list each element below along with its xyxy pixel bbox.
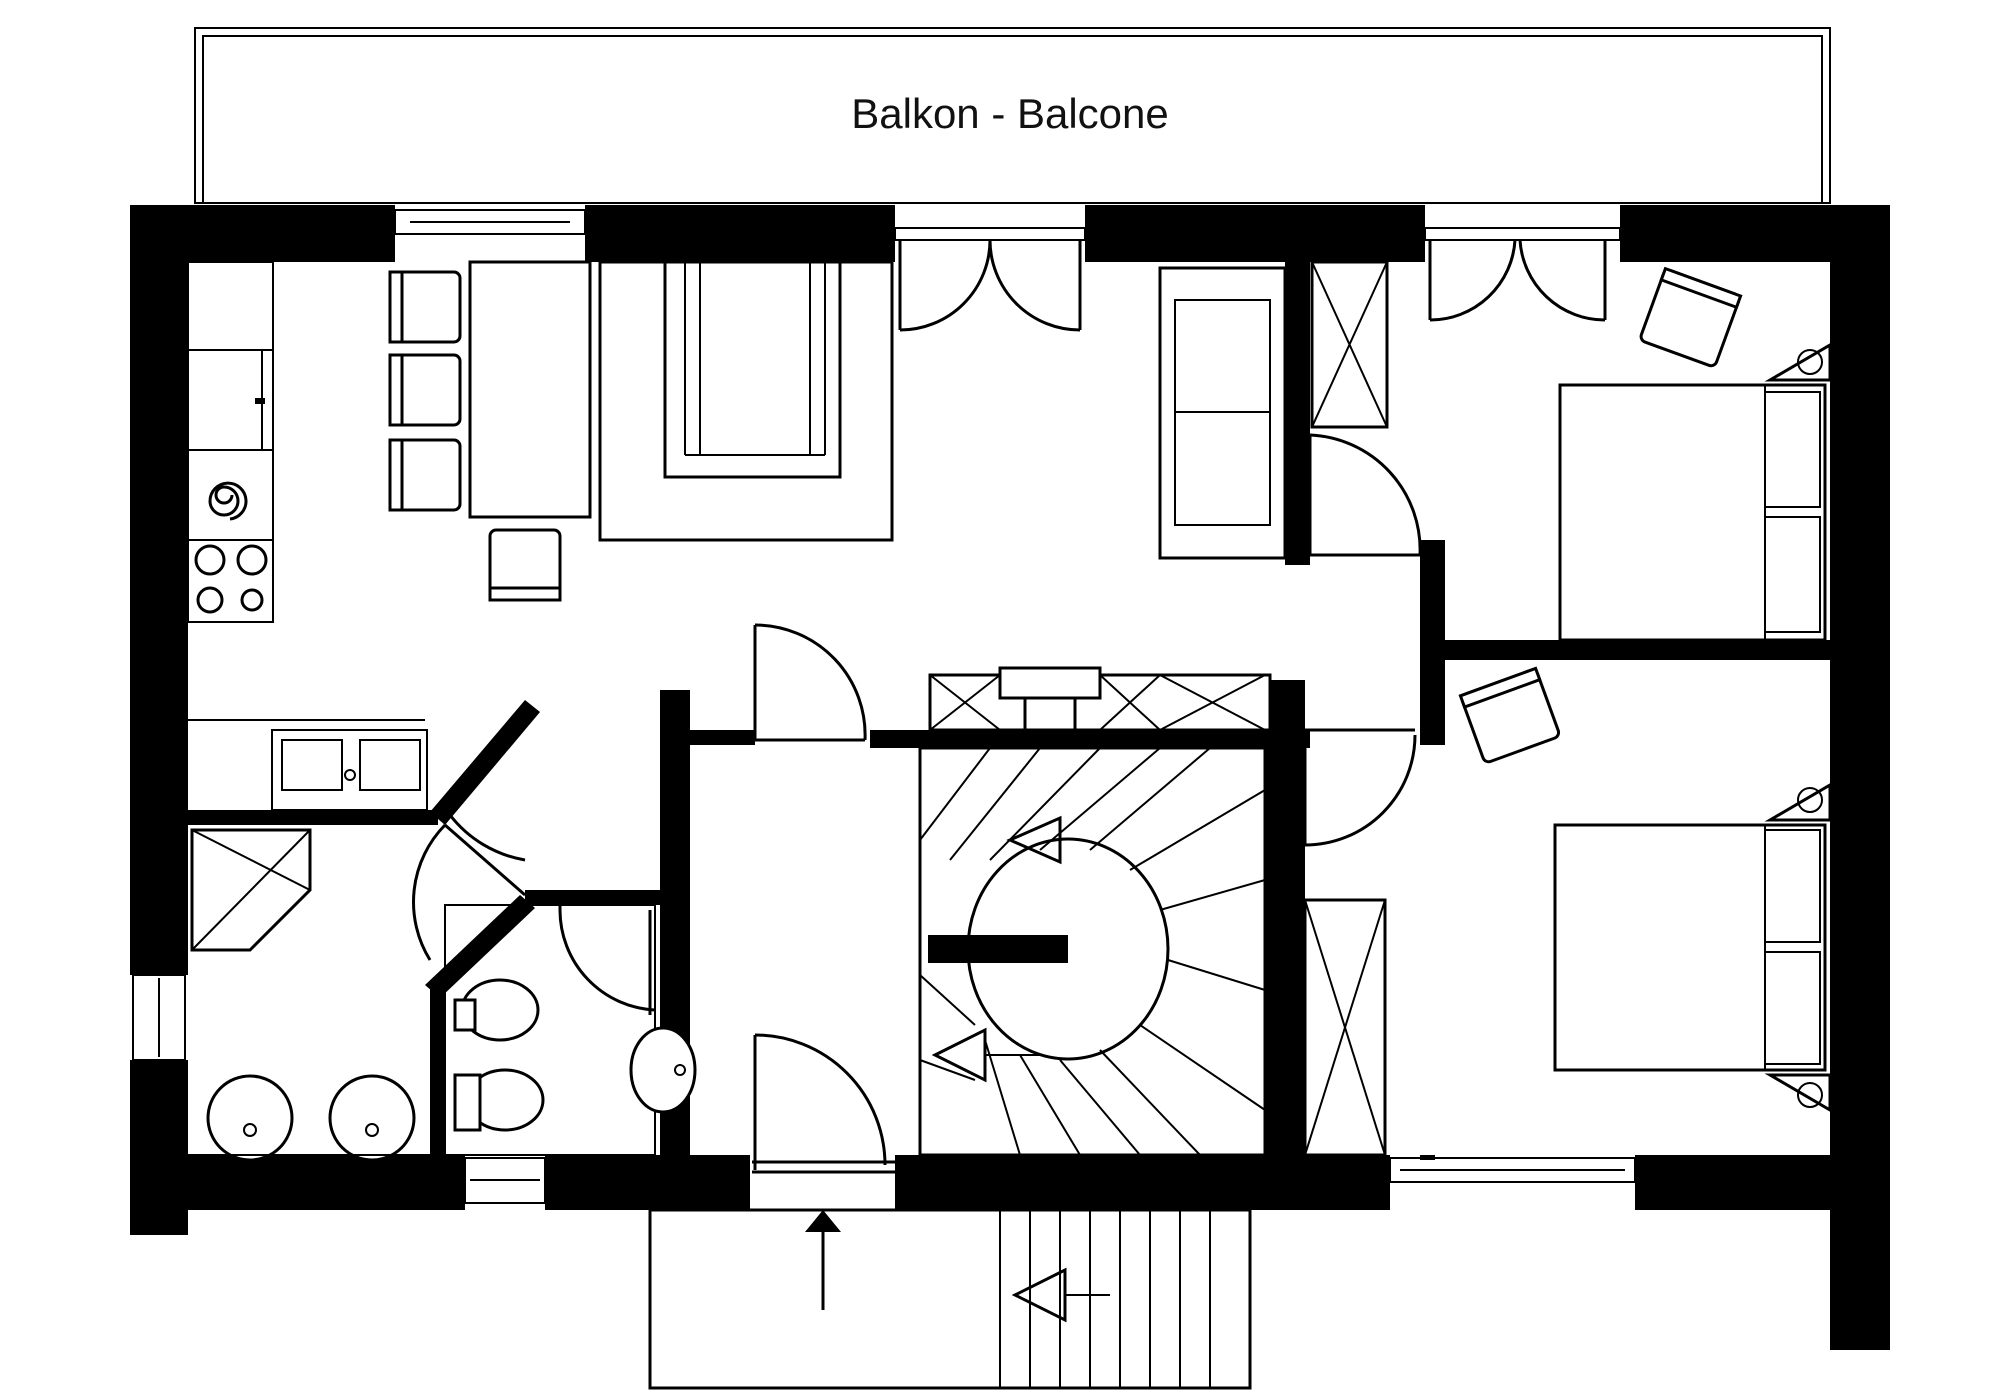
chair — [388, 438, 462, 512]
stair-arrow — [931, 1027, 987, 1083]
exterior-walls — [130, 205, 1890, 1350]
double-bed — [1553, 823, 1827, 1072]
staircase — [918, 746, 1267, 1157]
entrance-door — [752, 1033, 895, 1174]
washbasin — [328, 1074, 416, 1162]
sofa — [1158, 266, 1287, 560]
bedroom2-door — [1303, 728, 1417, 847]
nightstand — [1764, 342, 1832, 382]
doors — [412, 227, 1607, 1174]
nightstand — [1764, 1073, 1832, 1113]
interior-walls — [188, 255, 1830, 1155]
chair — [388, 270, 462, 344]
washbasin — [629, 1026, 697, 1114]
shelving — [928, 666, 1272, 732]
chair — [488, 528, 562, 602]
spiral-icon — [208, 481, 248, 521]
bathroom-door — [412, 814, 526, 961]
balcony-door-left — [894, 227, 1086, 332]
entrance-stairs — [648, 1208, 1252, 1390]
armchair — [1458, 666, 1561, 764]
dining-set — [388, 260, 592, 602]
bedroom-1 — [1558, 266, 1832, 642]
shower — [190, 828, 312, 952]
bathroom — [188, 828, 430, 1162]
wardrobe — [1303, 898, 1387, 1157]
bedroom1-door — [1308, 433, 1422, 557]
toilet — [453, 1068, 545, 1132]
washbasin — [206, 1074, 294, 1162]
double-bed — [1558, 383, 1827, 642]
wardrobe — [1310, 260, 1389, 429]
entry-arrow-icon — [805, 1210, 841, 1310]
bidet — [453, 978, 540, 1042]
armchair — [1639, 266, 1743, 368]
balcony-label: Balkon - Balcone — [851, 90, 1169, 137]
chair — [388, 353, 462, 427]
balcony-door-right — [1428, 239, 1607, 322]
stove — [194, 544, 268, 614]
balcony: Balkon - Balcone — [194, 27, 1831, 204]
stair-arrow — [1011, 1267, 1067, 1323]
bedroom-2 — [1303, 666, 1832, 1157]
storage-door — [753, 623, 867, 742]
living-area — [598, 260, 1389, 560]
wc-door — [558, 905, 656, 1015]
nightstand — [1764, 782, 1832, 822]
wc — [444, 904, 697, 1156]
sink — [271, 729, 428, 811]
kitchen — [187, 261, 428, 811]
